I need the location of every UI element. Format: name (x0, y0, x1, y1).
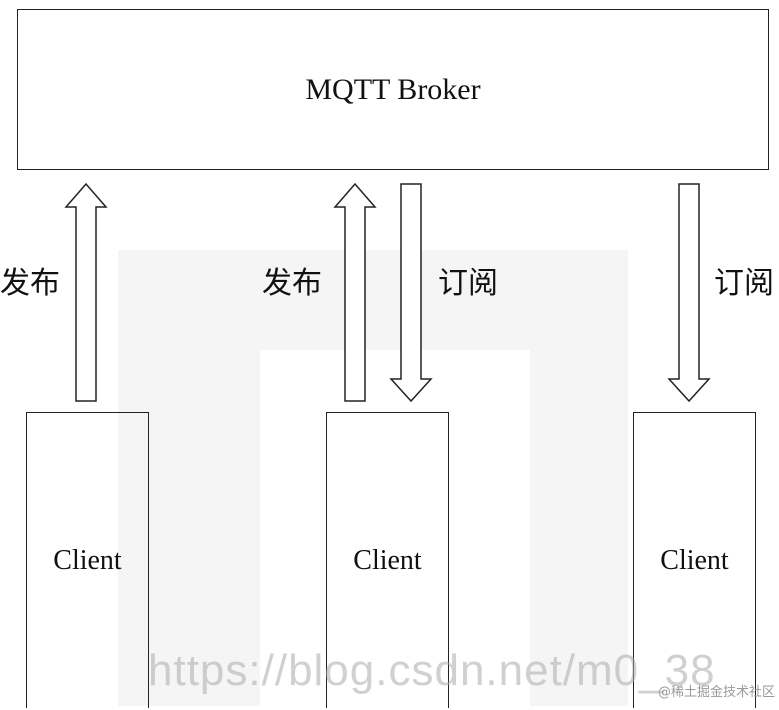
client-label-1: Client (53, 544, 122, 576)
client-label-2: Client (353, 544, 422, 576)
broker-label: MQTT Broker (305, 72, 481, 106)
client-box-2: Client (326, 412, 449, 708)
publish-arrow-2 (333, 182, 377, 402)
subscribe-label-3: 订阅 (714, 266, 774, 301)
subscribe-label-2: 订阅 (438, 266, 498, 301)
publish-label-1: 发布 (0, 266, 60, 301)
watermark-inner-cutout (260, 350, 530, 710)
publish-arrow-1 (64, 182, 108, 402)
client-box-1: Client (26, 412, 149, 708)
client-label-3: Client (660, 544, 729, 576)
publish-label-2: 发布 (262, 266, 322, 301)
subscribe-arrow-3 (667, 183, 711, 403)
watermark-url: https://blog.csdn.net/m0_38 (148, 646, 716, 695)
subscribe-arrow-2 (389, 183, 433, 403)
mqtt-broker-box: MQTT Broker (17, 9, 769, 170)
watermark-credit: @稀土掘金技术社区 (657, 685, 775, 700)
client-box-3: Client (633, 412, 756, 708)
